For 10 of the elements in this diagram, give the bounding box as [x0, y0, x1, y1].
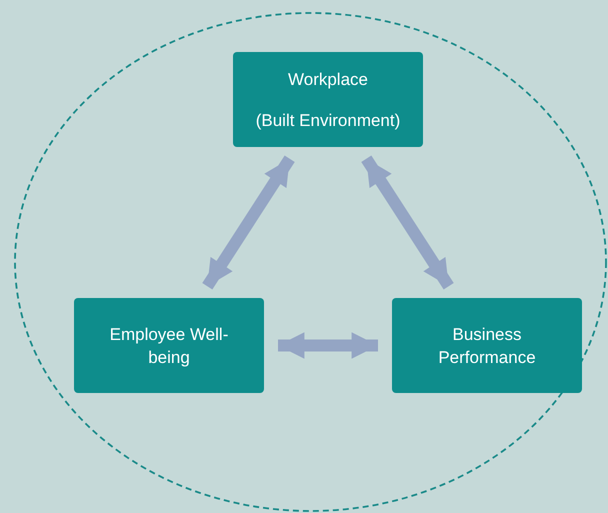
box-label: Business Performance: [437, 324, 537, 368]
process-box: [74, 298, 264, 393]
double-arrow: [278, 332, 378, 359]
box-label: Employee Well-being: [108, 324, 230, 368]
box-label: (Built Environment): [256, 110, 400, 132]
double-arrow: [361, 156, 454, 290]
box-label: Workplace: [288, 68, 368, 90]
double-arrow: [202, 156, 295, 290]
process-box: [392, 298, 582, 393]
process-box: [233, 52, 423, 147]
